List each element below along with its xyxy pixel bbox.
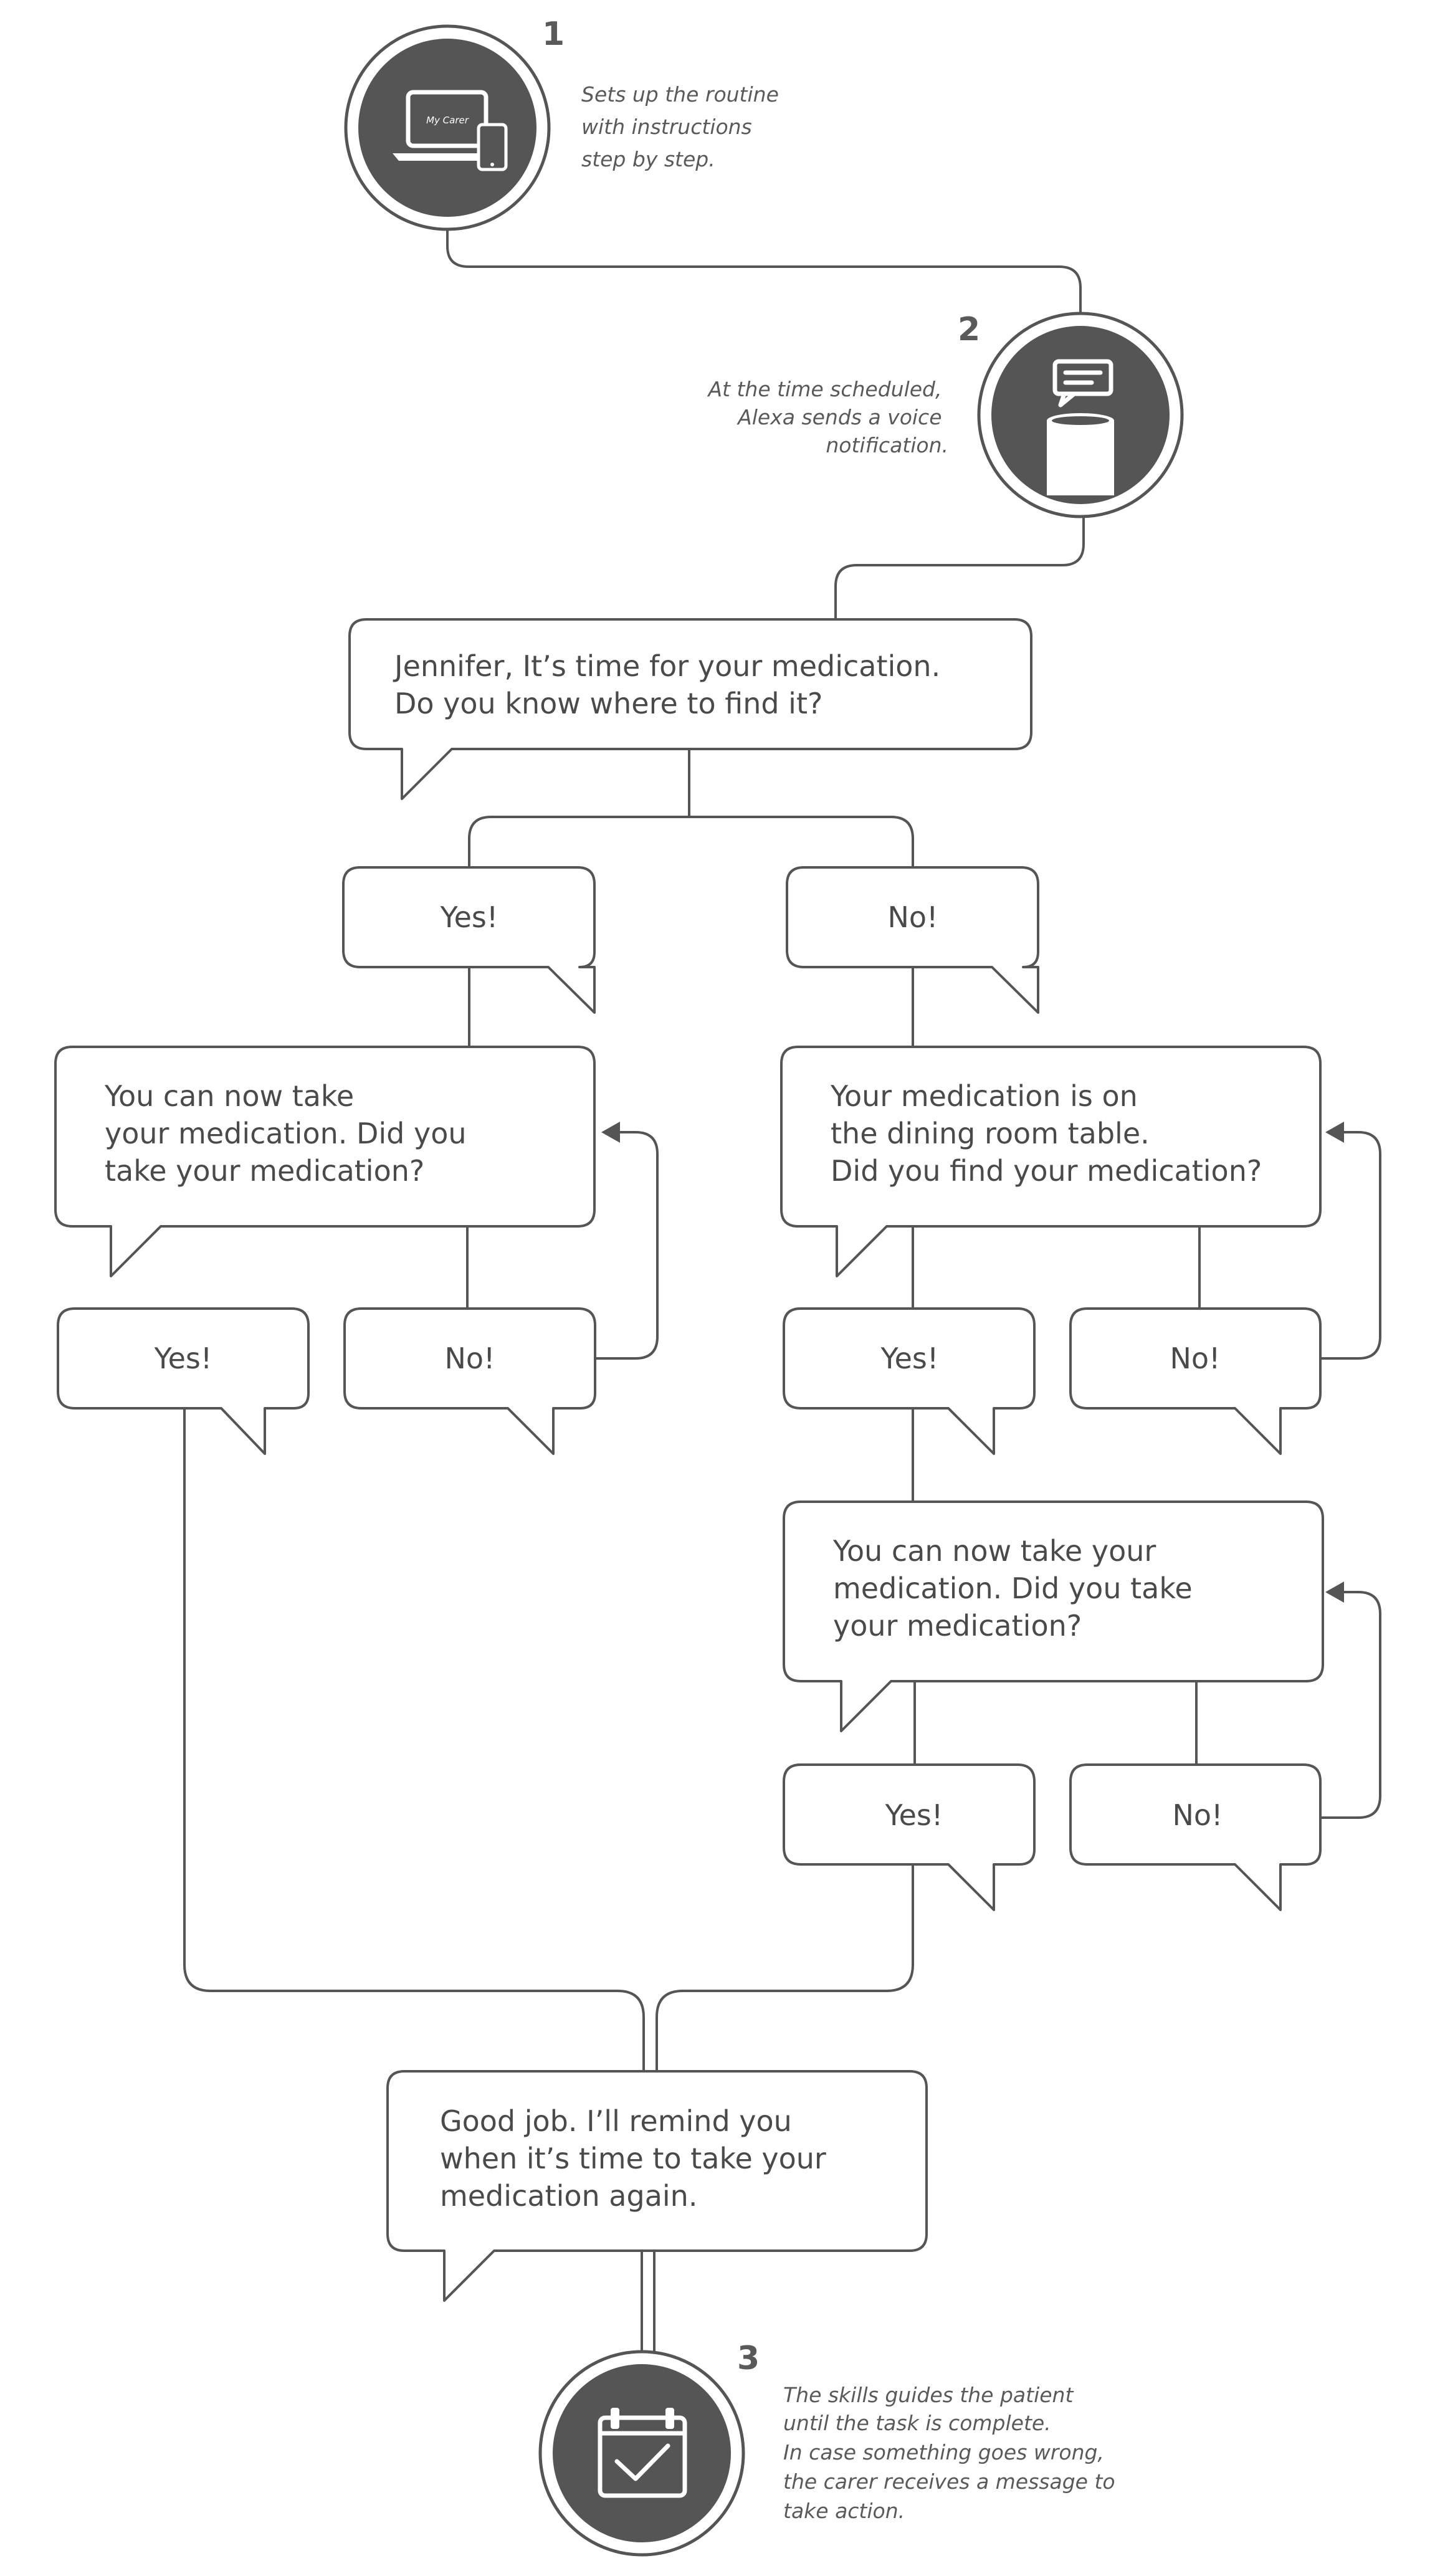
connector-right2yes-final bbox=[656, 1863, 914, 2070]
right-question-bubble: Your medication is on the dining room ta… bbox=[780, 1046, 1322, 1277]
connector-branch-no bbox=[689, 816, 914, 866]
svg-text:No!: No! bbox=[1170, 1342, 1221, 1375]
step-note: At the time scheduled, Alexa sends a voi… bbox=[707, 377, 948, 457]
svg-text:No!: No! bbox=[1173, 1798, 1223, 1832]
step-number: 1 bbox=[542, 16, 565, 53]
connectors bbox=[183, 224, 1381, 2352]
calendar-check-icon bbox=[598, 2408, 687, 2498]
loop-left-no-arrowhead bbox=[601, 1122, 620, 1143]
prompt-bubble: Jennifer, It’s time for your medication.… bbox=[348, 618, 1032, 800]
screen-brand: My Carer bbox=[426, 115, 469, 126]
svg-text:Yes!: Yes! bbox=[440, 900, 498, 934]
step-disc bbox=[553, 2364, 731, 2542]
loop-left-no bbox=[595, 1131, 659, 1360]
svg-text:Yes!: Yes! bbox=[880, 1342, 939, 1375]
answer-right2-yes: Yes! bbox=[783, 1763, 1036, 1911]
final-bubble: Good job. I’ll remind you when it’s time… bbox=[386, 2070, 928, 2302]
answer-yes-1: Yes! bbox=[342, 866, 596, 1014]
connector-step1-step2 bbox=[446, 224, 1082, 315]
answer-right2-no: No! bbox=[1069, 1763, 1322, 1911]
step-2: 2 At the time scheduled, Alexa sends a v… bbox=[707, 311, 1184, 518]
svg-text:Good job. I’ll remind you: Good job. I’ll remind you when it’s time… bbox=[440, 2104, 835, 2213]
svg-text:No!: No! bbox=[888, 900, 938, 934]
svg-text:Your medication is on th: Your medication is on the dining room ta… bbox=[830, 1079, 1262, 1188]
svg-text:You can now take your me: You can now take your medication. Did yo… bbox=[832, 1534, 1201, 1643]
svg-text:Yes!: Yes! bbox=[885, 1798, 943, 1832]
connector-step2-prompt bbox=[834, 514, 1085, 618]
connector-leftyes-final bbox=[183, 1408, 645, 2070]
answer-no-1: No! bbox=[786, 866, 1039, 1014]
step-number: 2 bbox=[958, 311, 980, 348]
step-1: 1 My Carer Sets up the routine with inst… bbox=[344, 16, 785, 231]
answer-right-no: No! bbox=[1069, 1307, 1322, 1455]
answer-right-yes: Yes! bbox=[783, 1307, 1036, 1455]
loop-right2-no bbox=[1320, 1591, 1381, 1819]
svg-text:Jennifer, It’s time for your: Jennifer, It’s time for your medication.… bbox=[393, 649, 950, 720]
devices-icon: My Carer bbox=[393, 90, 508, 171]
step-note: Sets up the routine with instructions st… bbox=[581, 82, 785, 171]
right-question-2-bubble: You can now take your medication. Did yo… bbox=[783, 1500, 1324, 1732]
step-number: 3 bbox=[737, 2340, 760, 2377]
svg-text:You can now take your me: You can now take your medication. Did yo… bbox=[104, 1079, 475, 1188]
smart-speaker-icon bbox=[1047, 359, 1114, 495]
svg-text:Yes!: Yes! bbox=[154, 1342, 212, 1375]
step-disc bbox=[358, 39, 536, 217]
loop-right2-no-arrowhead bbox=[1325, 1581, 1344, 1603]
step-3: 3 The skills guides the patient until th… bbox=[538, 2340, 1122, 2557]
left-question-bubble: You can now take your medication. Did yo… bbox=[54, 1046, 596, 1277]
answer-left-no: No! bbox=[343, 1307, 596, 1455]
loop-right-no bbox=[1320, 1131, 1381, 1360]
step-note: The skills guides the patient until the … bbox=[783, 2383, 1122, 2523]
svg-text:No!: No! bbox=[445, 1342, 495, 1375]
loop-right-no-arrowhead bbox=[1325, 1122, 1344, 1143]
answer-left-yes: Yes! bbox=[57, 1307, 310, 1455]
connector-branch-yes bbox=[468, 816, 689, 866]
